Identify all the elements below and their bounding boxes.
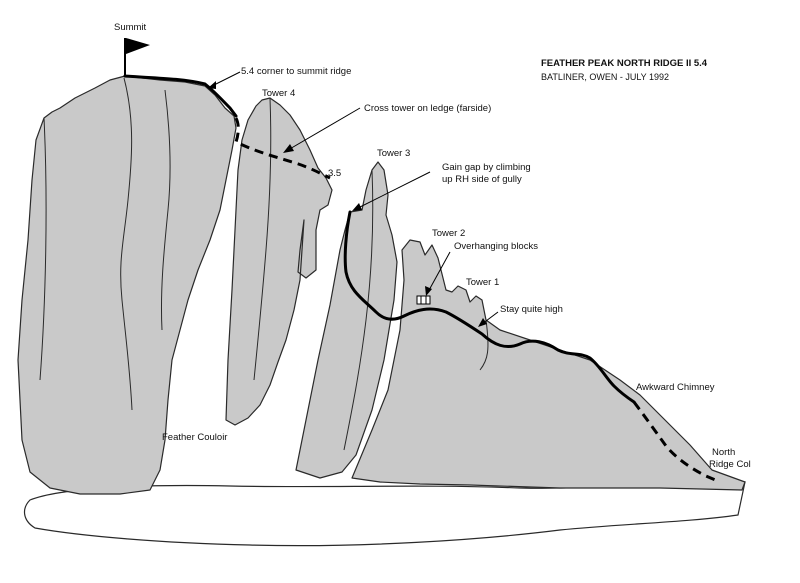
- right-massif: [351, 239, 746, 491]
- label-cross-tower: Cross tower on ledge (farside): [364, 103, 491, 114]
- tower3-crack: [343, 169, 374, 451]
- leader-gain-gap: [352, 171, 431, 211]
- flag-icon: [124, 38, 150, 76]
- label-tower1: Tower 1: [466, 277, 499, 288]
- route-awkward-chimney: [632, 401, 721, 484]
- leader-cross-tower: [283, 107, 361, 153]
- label-summit: Summit: [114, 22, 147, 33]
- label-gain-gap-line1: Gain gap by climbing: [442, 162, 531, 173]
- label-awkward-chimney: Awkward Chimney: [636, 382, 715, 393]
- leader-stay-high: [478, 311, 499, 327]
- summit-rib: [120, 77, 133, 411]
- label-grade-3-5: 3.5: [328, 168, 341, 179]
- label-overhanging: Overhanging blocks: [454, 241, 538, 252]
- label-tower2: Tower 2: [432, 228, 465, 239]
- block-icon: [416, 295, 431, 305]
- label-col-line1: North: [712, 447, 735, 458]
- tower-4: [225, 97, 333, 426]
- diagram-title: FEATHER PEAK NORTH RIDGE II 5.4: [541, 58, 708, 69]
- label-stay-high: Stay quite high: [500, 304, 563, 315]
- route-summit-ridge: [123, 74, 238, 118]
- summit-massif: [17, 75, 237, 495]
- label-tower3: Tower 3: [377, 148, 410, 159]
- leader-corner: [208, 71, 241, 89]
- label-corner: 5.4 corner to summit ridge: [241, 66, 351, 77]
- leader-overhanging: [425, 251, 451, 296]
- diagram-subtitle: BATLINER, OWEN - JULY 1992: [541, 72, 669, 82]
- tower4-crack: [253, 97, 272, 381]
- label-gain-gap-line2: up RH side of gully: [442, 174, 522, 185]
- label-tower4: Tower 4: [262, 88, 295, 99]
- summit-crack-2: [39, 117, 47, 381]
- label-feather-couloir: Feather Couloir: [162, 432, 227, 443]
- route-gully-to-tower1: [343, 210, 636, 404]
- snowfield-base: [24, 481, 746, 547]
- label-col-line2: Ridge Col: [709, 459, 751, 470]
- right-massif-crack: [479, 319, 489, 371]
- summit-crack: [160, 89, 171, 331]
- route-cross-tower-ledge: [234, 117, 331, 180]
